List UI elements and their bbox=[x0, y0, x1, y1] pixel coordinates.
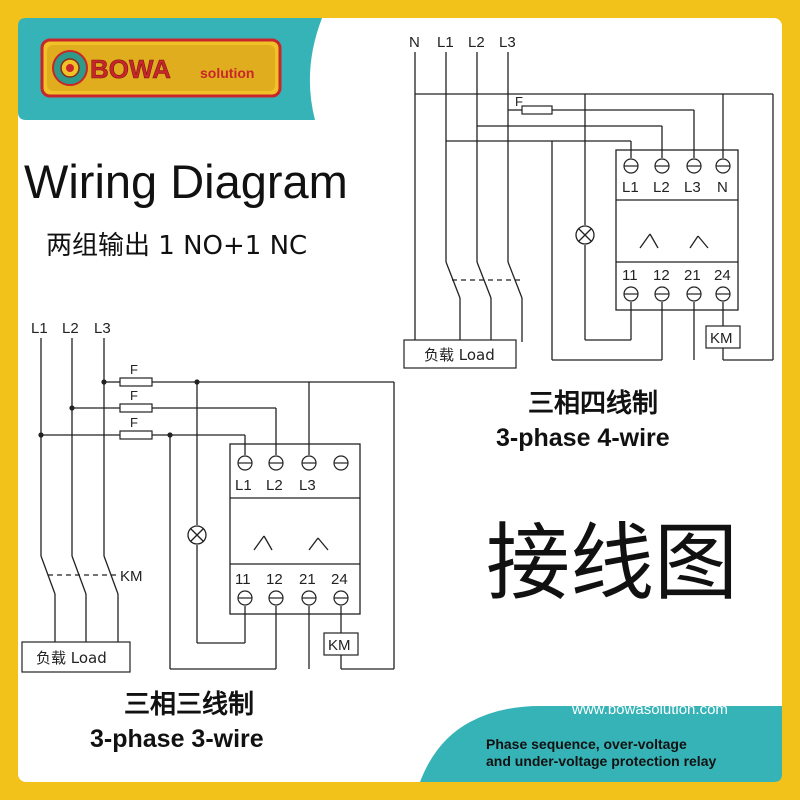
four-wire-load-label: 负载 Load bbox=[424, 346, 495, 364]
four-wire-contactor-coil bbox=[705, 325, 741, 349]
three-wire-junctions bbox=[38, 379, 200, 438]
three-wire-fuse-label: F bbox=[130, 388, 138, 403]
four-wire-input-n: N bbox=[409, 34, 420, 51]
four-wire-input-l3: L3 bbox=[499, 34, 516, 51]
white-panel bbox=[18, 18, 782, 782]
four-wire-terminal-label: L3 bbox=[684, 179, 701, 196]
four-wire-fuse bbox=[521, 105, 553, 115]
three-wire-switch-label: KM bbox=[120, 568, 143, 585]
page-subtitle: 两组输出 1 NO+1 NC bbox=[46, 231, 307, 261]
four-wire-fuse-label: F bbox=[515, 94, 523, 109]
four-wire-top-terminals bbox=[623, 158, 731, 174]
three-wire-caption-en: 3-phase 3-wire bbox=[90, 725, 264, 753]
three-wire-caption-cn: 三相三线制 bbox=[124, 690, 254, 720]
three-wire-terminal-label: 12 bbox=[266, 571, 283, 588]
four-wire-bottom-terminals bbox=[623, 286, 731, 302]
three-wire-terminal-label: 11 bbox=[235, 571, 251, 588]
three-wire-fuse bbox=[119, 403, 153, 413]
three-wire-fuse bbox=[119, 430, 153, 440]
three-wire-input-l3: L3 bbox=[94, 320, 111, 337]
three-wire-input-l1: L1 bbox=[31, 320, 48, 337]
four-wire-lamp-icon bbox=[575, 225, 595, 245]
three-wire-lamp-icon bbox=[187, 525, 207, 545]
teal-footer-band bbox=[420, 706, 782, 782]
brand-name: BOWA bbox=[90, 54, 171, 84]
four-wire-terminal-label: 12 bbox=[653, 267, 670, 284]
three-wire-terminal-label: L3 bbox=[299, 477, 316, 494]
three-wire-fuse-label: F bbox=[130, 415, 138, 430]
four-wire-caption-en: 3-phase 4-wire bbox=[496, 424, 670, 452]
three-wire-load-label: 负载 Load bbox=[36, 649, 107, 667]
four-wire-input-l2: L2 bbox=[468, 34, 485, 51]
brand-suffix: solution bbox=[200, 65, 254, 81]
three-wire-contactor-coil bbox=[323, 632, 359, 656]
three-wire-top-terminals bbox=[237, 455, 349, 471]
four-wire-terminal-label: 11 bbox=[622, 267, 638, 284]
four-wire-terminal-label: 21 bbox=[684, 267, 701, 284]
product-tagline-line1: Phase sequence, over-voltage bbox=[486, 736, 687, 752]
four-wire-diagram bbox=[414, 52, 774, 361]
three-wire-fuse-label: F bbox=[130, 362, 138, 377]
three-wire-input-l2: L2 bbox=[62, 320, 79, 337]
big-chinese-title: 接线图 bbox=[486, 514, 738, 612]
three-wire-terminal-label: L2 bbox=[266, 477, 283, 494]
three-wire-bottom-terminals bbox=[237, 590, 349, 606]
four-wire-input-l1: L1 bbox=[437, 34, 454, 51]
four-wire-terminal-label: 24 bbox=[714, 267, 731, 284]
three-wire-diagram bbox=[40, 338, 395, 670]
website-url[interactable]: www.bowasolution.com bbox=[571, 701, 728, 718]
four-wire-caption-cn: 三相四线制 bbox=[528, 389, 658, 419]
three-wire-load-box bbox=[21, 641, 131, 673]
three-wire-terminal-label: 21 bbox=[299, 571, 316, 588]
four-wire-terminal-label: L2 bbox=[653, 179, 670, 196]
three-wire-contactor-label: KM bbox=[328, 637, 351, 654]
bowa-logo: BOWA solution bbox=[40, 38, 282, 98]
product-tagline-line2: and under-voltage protection relay bbox=[486, 753, 716, 769]
four-wire-load-box bbox=[403, 339, 517, 369]
page-title: Wiring Diagram bbox=[24, 155, 348, 208]
four-wire-terminal-label: N bbox=[717, 179, 728, 196]
three-wire-terminal-label: 24 bbox=[331, 571, 348, 588]
four-wire-terminal-label: L1 bbox=[622, 179, 639, 196]
three-wire-terminal-label: L1 bbox=[235, 477, 252, 494]
three-wire-fuse bbox=[119, 377, 153, 387]
four-wire-contactor-label: KM bbox=[710, 330, 733, 347]
